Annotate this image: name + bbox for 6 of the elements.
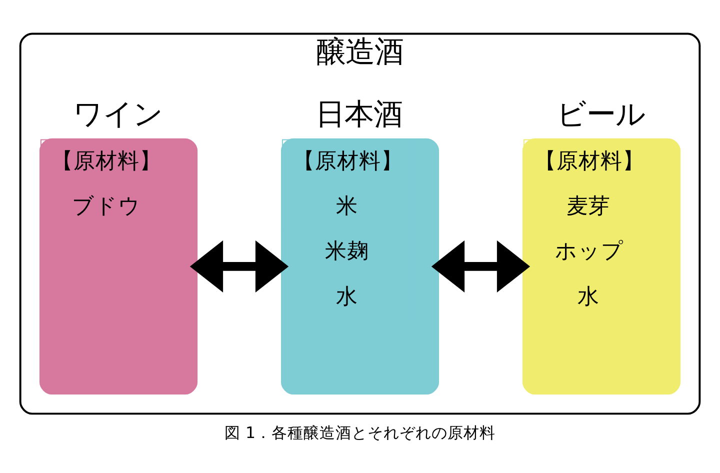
caption: 図 1．各種醸造酒とそれぞれの原材料 <box>224 423 496 442</box>
node-label: 日本酒 <box>315 97 402 132</box>
arrow <box>190 240 289 293</box>
node-label: ビール <box>556 97 646 132</box>
node-label: ワイン <box>72 97 163 132</box>
arrow <box>431 240 530 293</box>
